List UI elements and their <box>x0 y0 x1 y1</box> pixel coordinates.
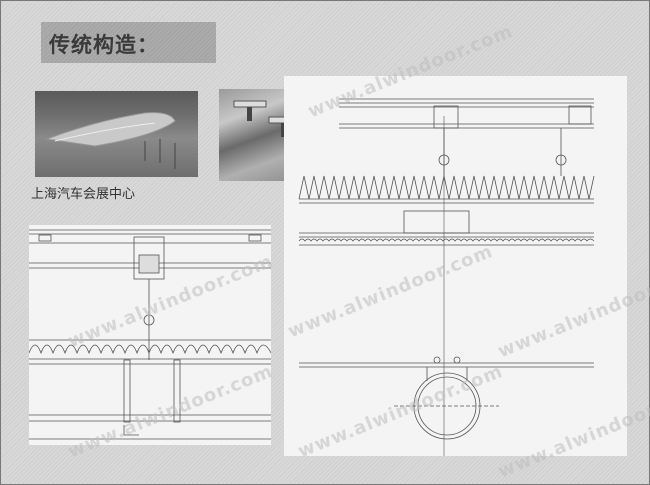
page-title: 传统构造： <box>49 33 159 57</box>
exhibition-center-aerial-photo <box>35 91 198 177</box>
left-section-drawing <box>29 225 271 445</box>
title-box: 传统构造： <box>41 22 216 63</box>
right-section-drawing <box>284 76 627 456</box>
photo-caption: 上海汽车会展中心 <box>31 187 136 202</box>
